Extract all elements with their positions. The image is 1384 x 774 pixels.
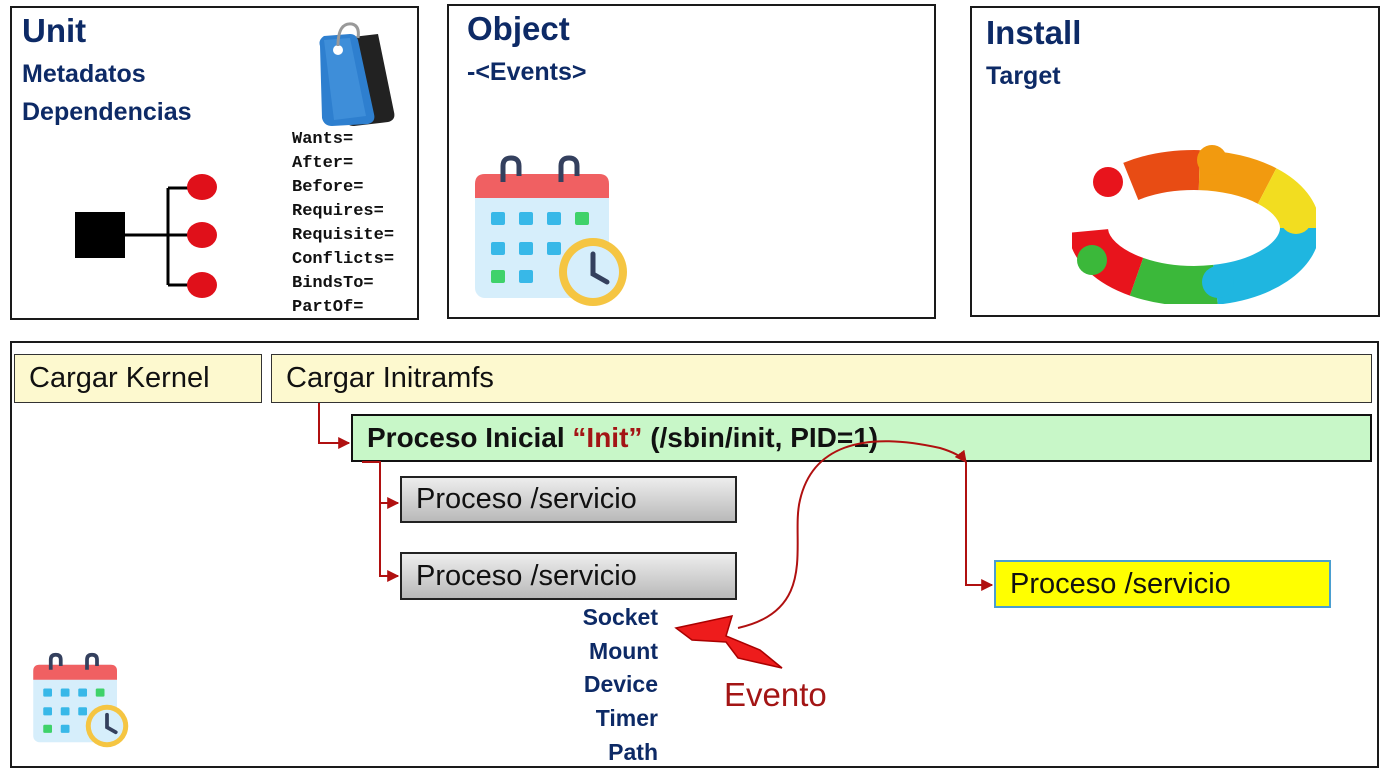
- init-suffix: (/sbin/init, PID=1): [642, 422, 879, 453]
- team-circle-icon: [1072, 145, 1316, 304]
- directive-bindsto: BindsTo=: [292, 274, 374, 293]
- lightning-icon: [674, 615, 783, 669]
- load-kernel-box: Cargar Kernel: [14, 354, 262, 403]
- directive-wants: Wants=: [292, 130, 354, 149]
- event-type-timer: Timer: [595, 705, 658, 731]
- unit-directives-list: Wants= After= Before= Requires= Requisit…: [292, 128, 394, 320]
- unit-metadata-label: Metadatos: [22, 60, 146, 88]
- event-types-list: Socket Mount Device Timer Path: [560, 604, 658, 765]
- event-type-socket: Socket: [582, 604, 658, 630]
- calendar-clock-icon: [475, 155, 627, 306]
- install-target-label: Target: [986, 62, 1061, 90]
- unit-title: Unit: [22, 12, 87, 49]
- init-to-service-1-arrow: [362, 461, 400, 509]
- object-events-label: -<Events>: [467, 58, 587, 86]
- load-initramfs-box: Cargar Initramfs: [271, 354, 1372, 403]
- object-title: Object: [467, 10, 570, 47]
- directive-partof: PartOf=: [292, 298, 364, 317]
- event-label: Evento: [724, 676, 827, 713]
- init-process-box: Proceso Inicial “Init” (/sbin/init, PID=…: [351, 414, 1372, 462]
- price-tag-icon: [319, 22, 395, 126]
- unit-dependencies-label: Dependencias: [22, 98, 192, 126]
- directive-conflicts: Conflicts=: [292, 250, 395, 269]
- unit-panel: Unit Metadatos Dependencias Wants= After…: [10, 6, 419, 320]
- init-quoted: “Init”: [572, 422, 643, 453]
- init-to-service-2-arrow: [379, 503, 400, 582]
- initramfs-to-init-arrow: [318, 403, 351, 449]
- install-panel: Install Target: [970, 6, 1380, 317]
- directive-requisite: Requisite=: [292, 226, 395, 245]
- service-box-1: Proceso /servicio: [400, 476, 737, 523]
- object-panel: Object -<Events>: [447, 4, 936, 319]
- init-to-service-3-arrow: [965, 462, 994, 591]
- install-title: Install: [986, 14, 1082, 51]
- calendar-clock-icon-small: [33, 652, 129, 748]
- directive-before: Before=: [292, 178, 364, 197]
- dependency-tree-icon: [75, 174, 217, 298]
- event-curve: [737, 440, 967, 629]
- event-type-path: Path: [608, 739, 658, 765]
- init-prefix: Proceso Inicial: [367, 422, 573, 453]
- service-box-3: Proceso /servicio: [994, 560, 1331, 608]
- directive-requires: Requires=: [292, 202, 384, 221]
- service-box-2: Proceso /servicio: [400, 552, 737, 600]
- event-type-device: Device: [583, 671, 658, 697]
- directive-after: After=: [292, 154, 354, 173]
- event-type-mount: Mount: [589, 638, 658, 664]
